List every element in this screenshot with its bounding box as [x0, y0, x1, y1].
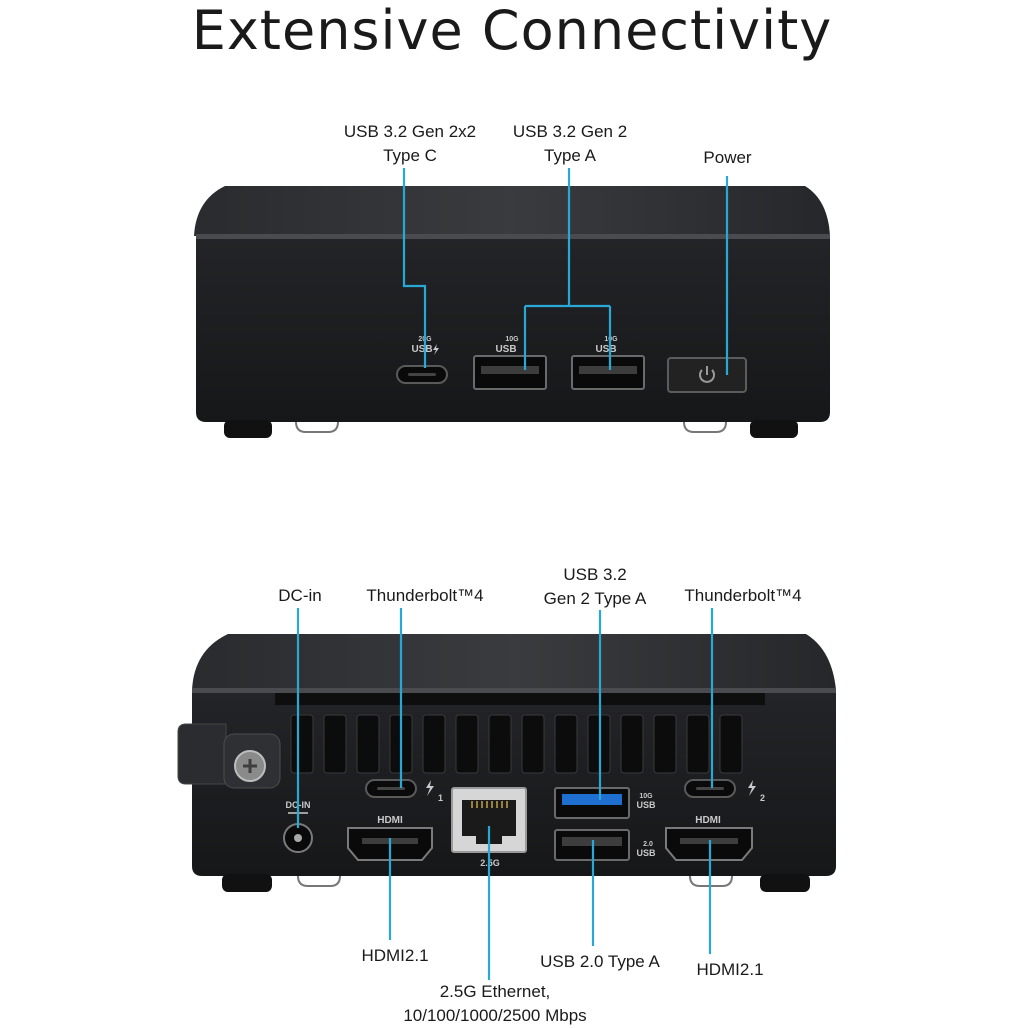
front-usba1-text: USB	[495, 344, 516, 355]
thunderbolt-left-number: 1	[438, 793, 443, 803]
thunderbolt-icon-right	[748, 780, 756, 796]
label-hdmi-right: HDMI2.1	[696, 960, 764, 979]
label-usb-a-front: USB 3.2 Gen 2 Type A	[490, 120, 650, 168]
front-callouts	[402, 168, 729, 375]
label-dc-in: DC-in	[278, 586, 322, 605]
front-clip-left	[295, 421, 339, 433]
front-usba1-speed: 10G	[505, 336, 519, 343]
front-usba2-speed: 10G	[604, 336, 618, 343]
thunderbolt-left-tongue	[377, 787, 405, 790]
callout-line-usb-a	[523, 168, 612, 370]
usb32-tongue	[562, 794, 622, 805]
label-power: Power	[703, 148, 752, 167]
label-ethernet: 2.5G Ethernet, 10/100/1000/2500 Mbps	[370, 980, 620, 1028]
rear-device: DC-IN 1 HDMI 2.5G 10G USB 2.0 USB	[177, 634, 836, 892]
usb32-text: USB	[636, 800, 656, 810]
rear-lid-edge	[192, 688, 836, 693]
label-usb32-line2: Gen 2 Type A	[543, 589, 647, 608]
ethernet-pins	[471, 801, 508, 808]
label-usb-c-line2: Type C	[383, 146, 437, 165]
rear-foot-left	[222, 874, 272, 892]
hdmi-left-text: HDMI	[377, 815, 403, 826]
rear-clip-left	[297, 875, 341, 887]
front-usba2-text: USB	[595, 344, 616, 355]
front-top-lid	[194, 186, 830, 236]
label-usb-a-line2: Type A	[544, 146, 596, 165]
vent-grille	[290, 714, 743, 774]
front-usb-c-tongue	[408, 373, 436, 376]
front-device: 20G USB 10G USB 10G USB	[194, 186, 830, 438]
thunderbolt-right-number: 2	[760, 793, 765, 803]
usb32-speed: 10G	[639, 793, 653, 800]
label-usb-c-front: USB 3.2 Gen 2x2 Type C	[310, 120, 510, 168]
rear-top-lid	[192, 634, 836, 690]
label-usb-c-line1: USB 3.2 Gen 2x2	[343, 122, 477, 141]
usb20-speed: 2.0	[643, 841, 653, 848]
front-face	[196, 239, 830, 422]
label-usb20: USB 2.0 Type A	[540, 952, 660, 971]
security-bracket	[177, 723, 227, 785]
rear-recess	[275, 693, 765, 705]
label-usb-a-line1: USB 3.2 Gen 2	[512, 122, 628, 141]
usb20-text: USB	[636, 848, 656, 858]
front-lid-edge	[196, 234, 830, 239]
dc-in-pin	[294, 834, 302, 842]
page-title: Extensive Connectivity	[191, 0, 833, 62]
label-ethernet-line1: 2.5G Ethernet,	[439, 982, 551, 1001]
thunderbolt-icon-left	[426, 780, 434, 796]
ethernet-socket	[462, 800, 516, 844]
bolt-icon	[433, 344, 439, 355]
label-usb32-line1: USB 3.2	[563, 565, 627, 584]
label-thunderbolt-left: Thunderbolt™4	[366, 586, 484, 605]
label-hdmi-left: HDMI2.1	[361, 946, 429, 965]
thunderbolt-right-tongue	[696, 787, 724, 790]
rear-callouts	[296, 608, 714, 980]
front-clip-right	[683, 421, 727, 433]
front-foot-left	[224, 420, 272, 438]
label-thunderbolt-right: Thunderbolt™4	[684, 586, 802, 605]
callout-line-usb-c	[402, 168, 427, 368]
front-foot-right	[750, 420, 798, 438]
hdmi-right-text: HDMI	[695, 815, 721, 826]
front-usbc-text: USB	[411, 344, 432, 355]
screw-slot	[243, 759, 257, 773]
label-usb32-rear: USB 3.2 Gen 2 Type A	[520, 563, 670, 611]
label-ethernet-line2: 10/100/1000/2500 Mbps	[403, 1006, 587, 1025]
power-icon	[699, 366, 715, 383]
front-usb-a-2-tongue	[579, 366, 637, 374]
rear-foot-right	[760, 874, 810, 892]
front-usb-a-1-tongue	[481, 366, 539, 374]
